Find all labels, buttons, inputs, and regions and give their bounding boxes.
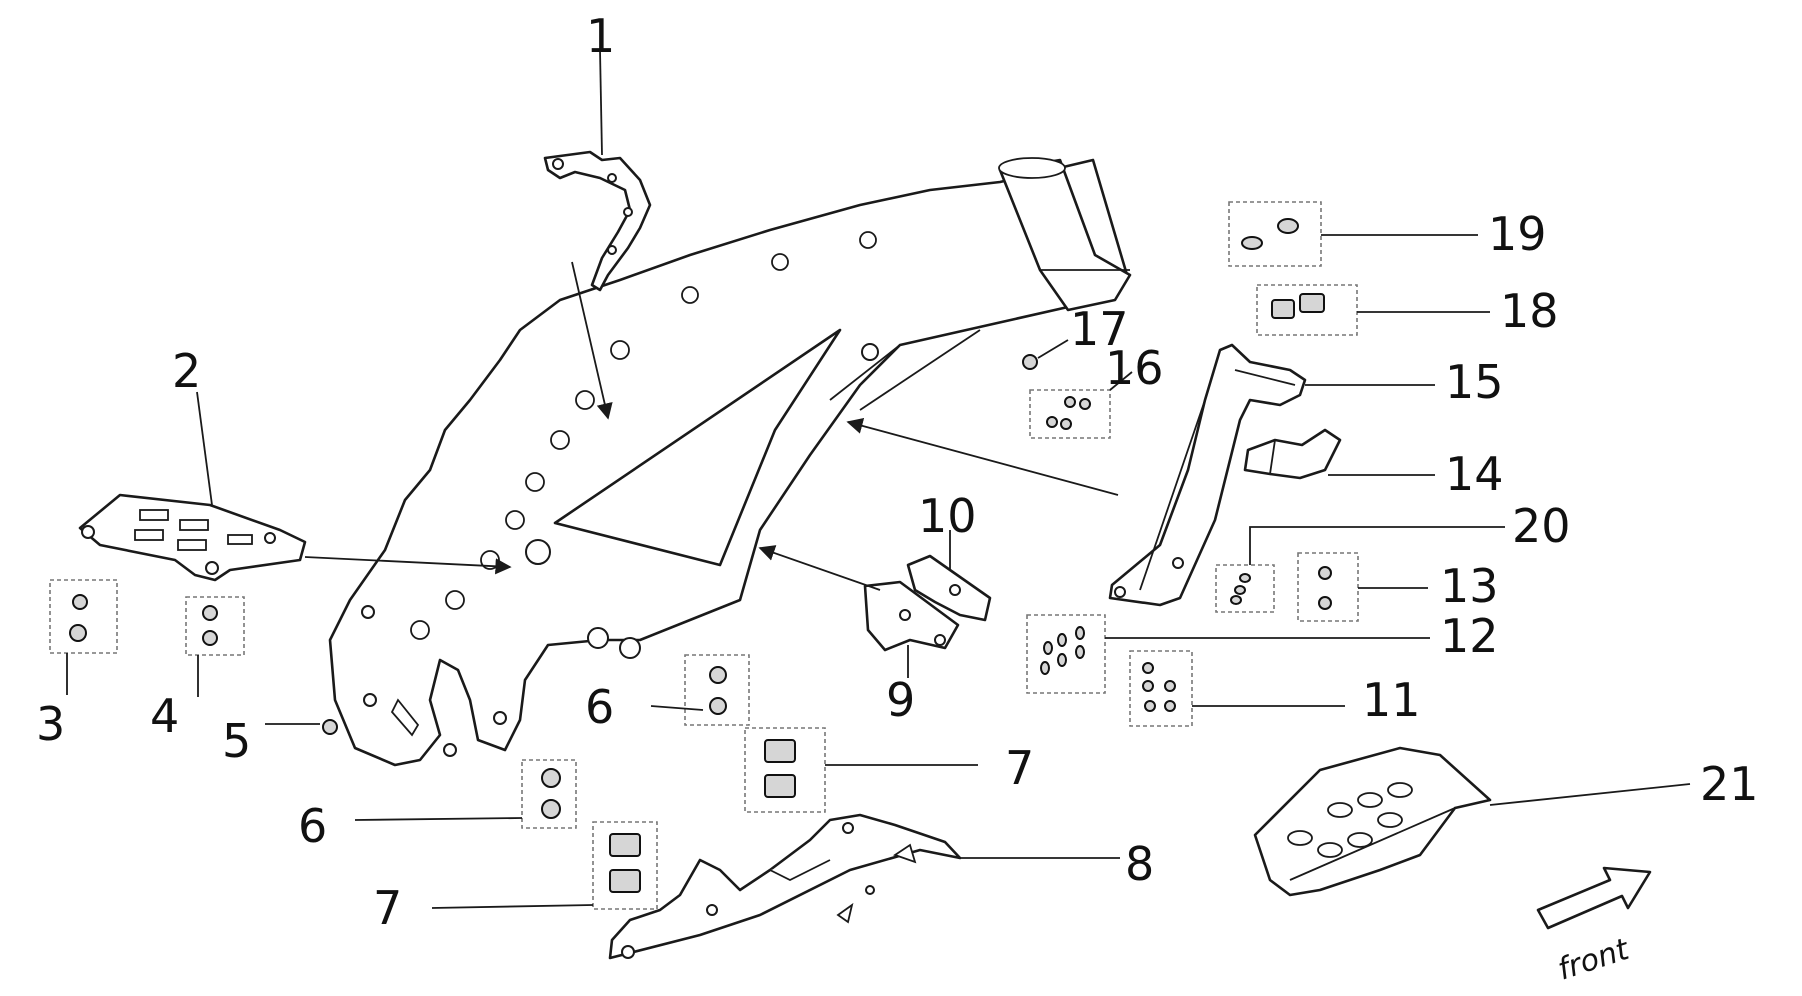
callout-14: 14	[1445, 447, 1504, 501]
leader-lines	[66, 49, 1691, 909]
callout-3: 3	[36, 697, 65, 751]
callout-15: 15	[1445, 355, 1504, 409]
front-direction-label: front	[1554, 932, 1634, 988]
hardware-group-4	[185, 596, 245, 656]
side-bracket-9	[863, 580, 960, 652]
rail-bracket-14	[1243, 428, 1342, 480]
lower-guard-8	[608, 813, 962, 960]
hardware-5	[322, 719, 338, 735]
callout-7b: 7	[373, 881, 402, 935]
callout-1: 1	[586, 9, 615, 63]
callout-10: 10	[918, 489, 977, 543]
callout-7a: 7	[1005, 741, 1034, 795]
hardware-group-11	[1129, 650, 1193, 727]
callout-8: 8	[1125, 837, 1154, 891]
hardware-group-16	[1029, 389, 1111, 439]
callout-6a: 6	[585, 680, 614, 734]
callout-11: 11	[1362, 673, 1421, 727]
callout-2: 2	[172, 344, 201, 398]
hardware-group-6b	[521, 759, 577, 829]
hardware-group-12	[1026, 614, 1106, 694]
hardware-group-3	[49, 579, 118, 654]
hardware-group-13	[1297, 552, 1359, 622]
hardware-group-19	[1228, 201, 1322, 267]
callout-18: 18	[1500, 284, 1559, 338]
hardware-group-7a	[744, 727, 826, 813]
sub-frame-rail-15	[1108, 343, 1307, 607]
hardware-17	[1022, 354, 1038, 370]
pad-21	[1253, 746, 1492, 897]
callout-21: 21	[1700, 757, 1759, 811]
callout-labels: 1 2 3 4 5 6 7 6 7 8 9 10 11 12 13 14 15 …	[36, 9, 1759, 935]
upper-frame-bracket	[543, 150, 652, 292]
front-direction-arrow: front	[1536, 866, 1652, 988]
callout-20: 20	[1512, 499, 1571, 553]
hardware-group-7b	[592, 821, 658, 910]
skid-plate	[78, 493, 307, 582]
main-frame	[328, 157, 1132, 767]
callout-9: 9	[886, 673, 915, 727]
hardware-group-6a	[684, 654, 750, 726]
callout-16: 16	[1105, 341, 1164, 395]
callout-6b: 6	[298, 799, 327, 853]
callout-5: 5	[222, 714, 251, 768]
callout-19: 19	[1488, 207, 1547, 261]
callout-13: 13	[1440, 559, 1499, 613]
callout-4: 4	[150, 689, 179, 743]
side-bracket-10	[906, 554, 992, 622]
callout-12: 12	[1440, 609, 1499, 663]
callout-17: 17	[1070, 302, 1129, 356]
hardware-group-18	[1256, 284, 1358, 336]
hardware-group-20	[1215, 564, 1275, 613]
